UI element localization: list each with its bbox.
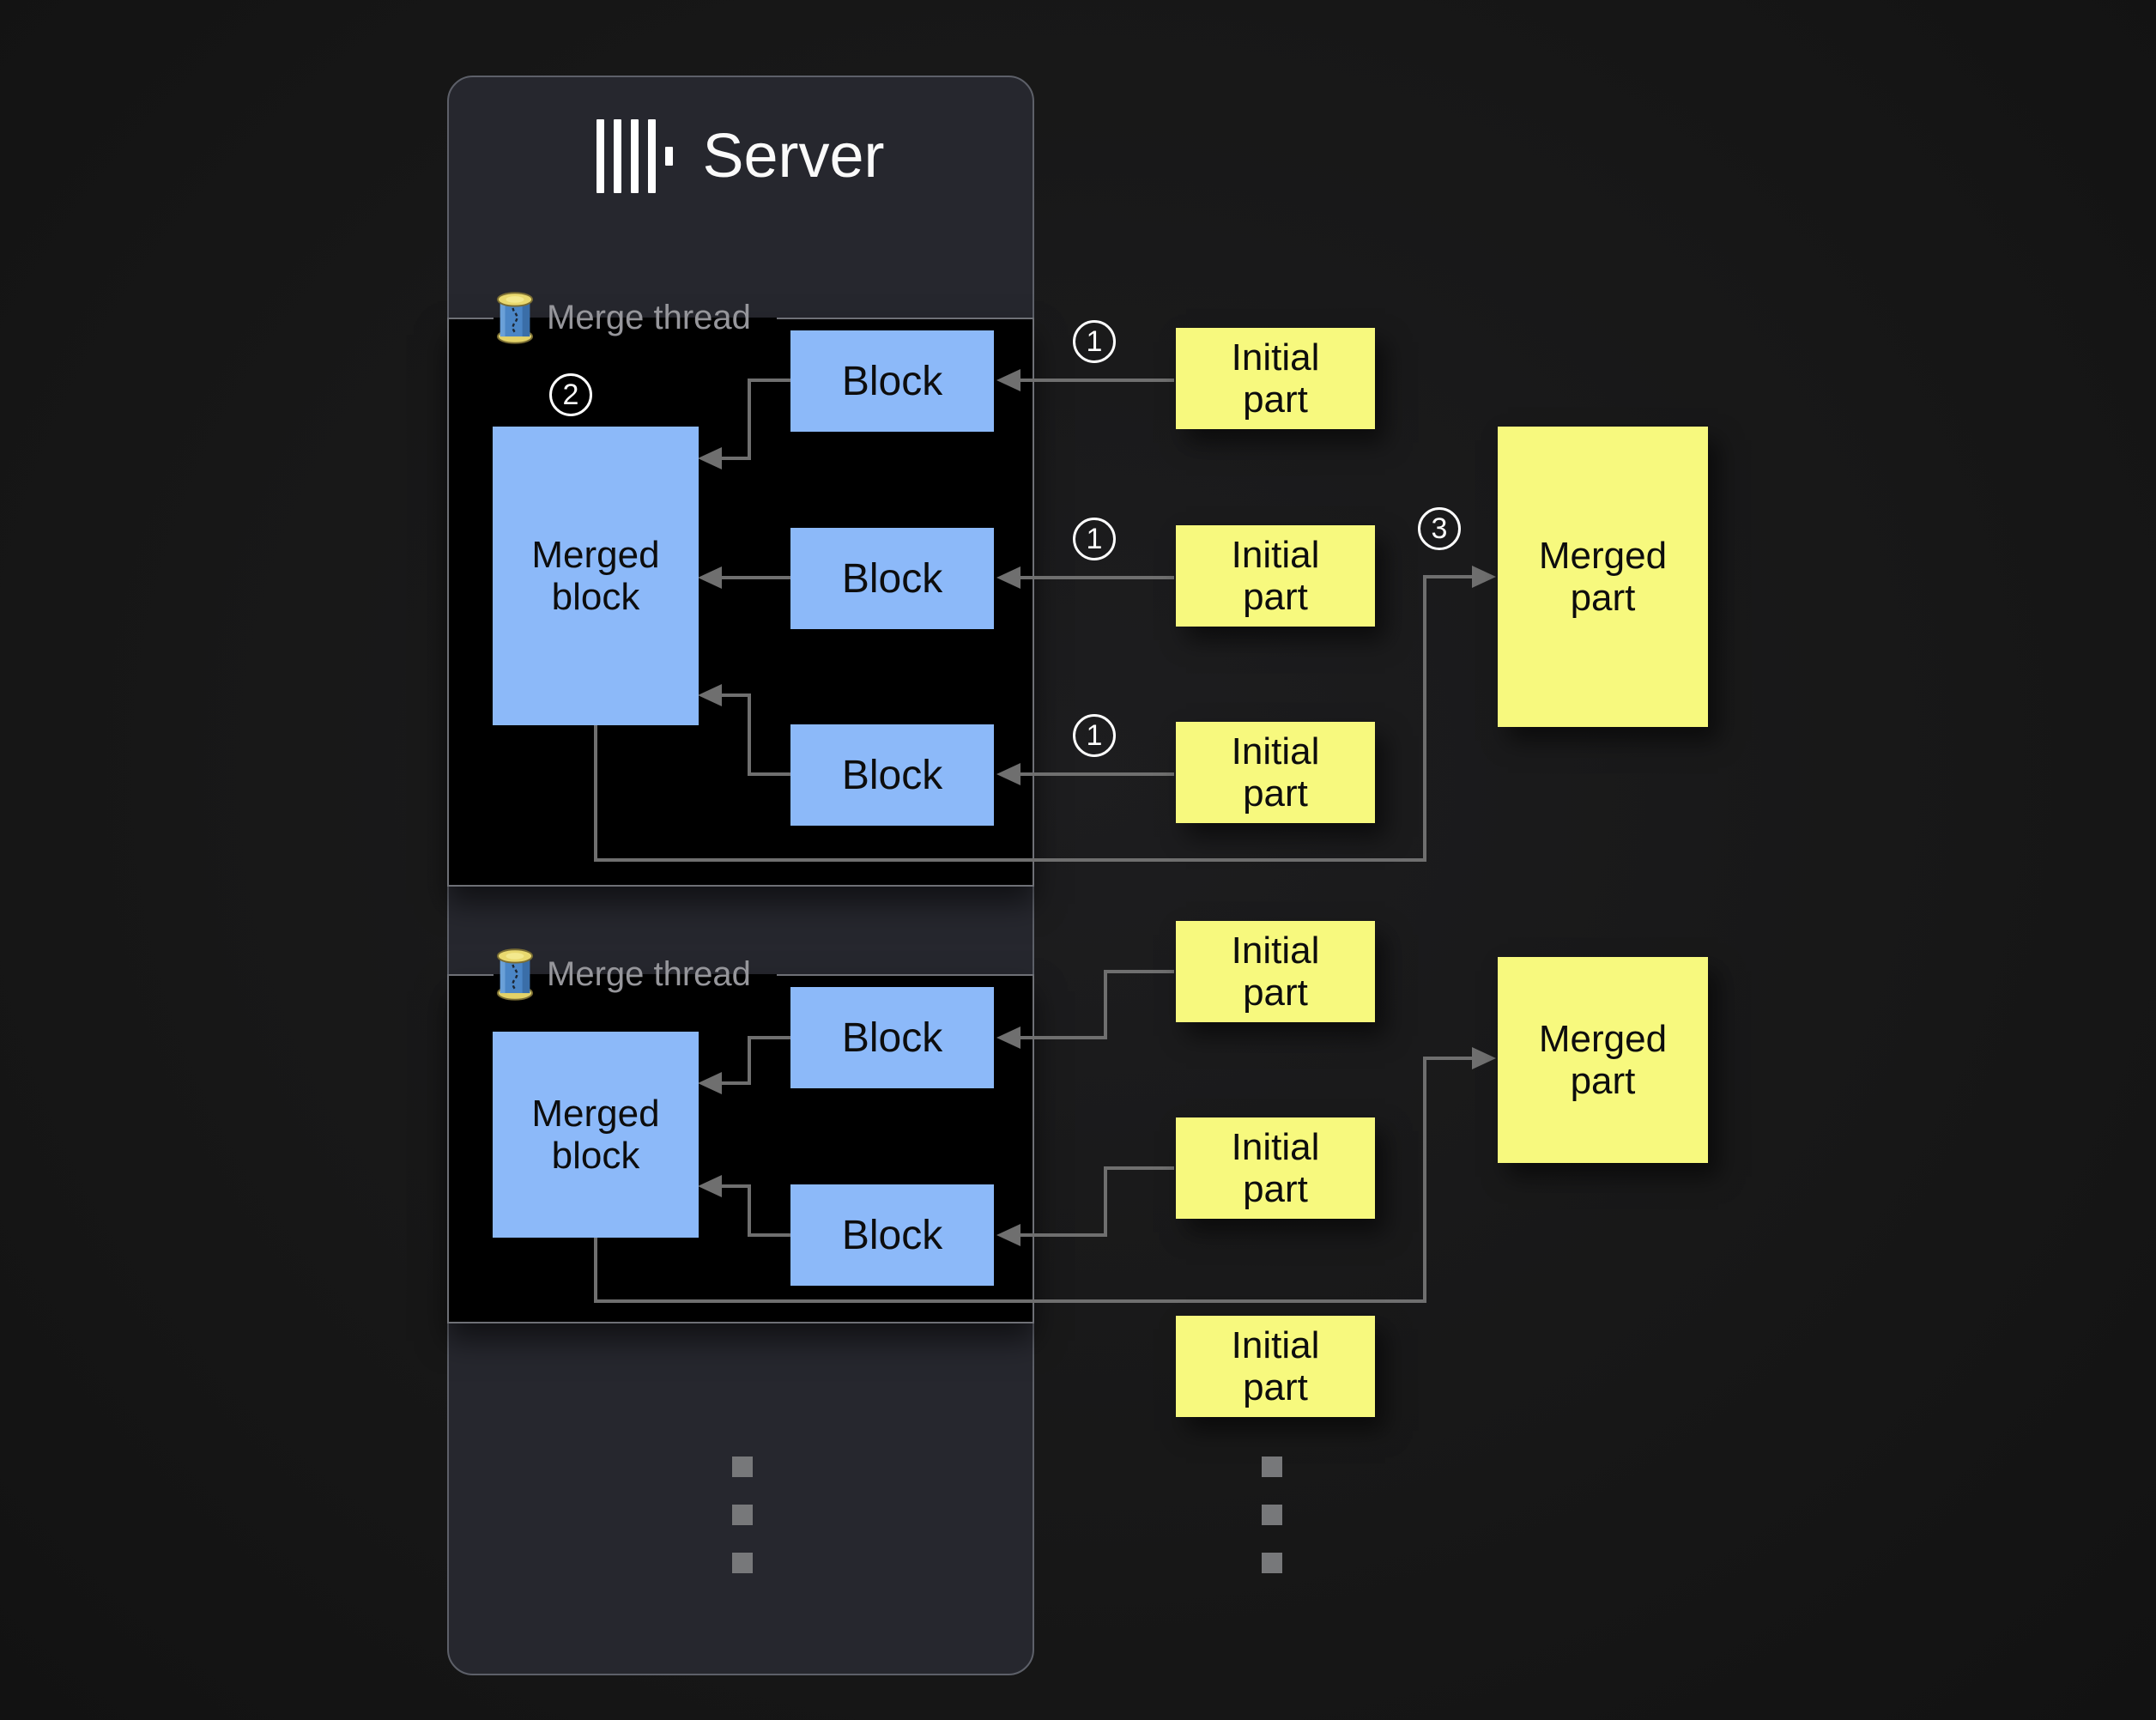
initial-part-label: Initial part xyxy=(1231,1125,1320,1210)
initial-part-label: Initial part xyxy=(1231,336,1320,421)
block: Block xyxy=(790,330,994,432)
initial-part: Initial part xyxy=(1176,1316,1375,1417)
initial-part-label: Initial part xyxy=(1231,730,1320,815)
block: Block xyxy=(790,724,994,826)
initial-part: Initial part xyxy=(1176,921,1375,1022)
step-3-badge: 3 xyxy=(1418,507,1461,550)
merged-block: Merged block xyxy=(493,1032,699,1238)
block-label: Block xyxy=(841,1014,943,1061)
block-label: Block xyxy=(841,555,943,602)
step-2-badge: 2 xyxy=(549,373,592,416)
vertical-ellipsis-server xyxy=(732,1457,753,1601)
merge-thread-legend-2: Merge thread xyxy=(495,945,751,1003)
block: Block xyxy=(790,1184,994,1286)
server-logo-icon xyxy=(597,119,674,193)
step-2-number: 2 xyxy=(562,379,579,411)
step-1-badge: 1 xyxy=(1073,320,1116,363)
merged-part-label: Merged part xyxy=(1538,534,1668,619)
merge-thread-label: Merge thread xyxy=(547,299,751,336)
merged-block: Merged block xyxy=(493,427,699,725)
initial-part: Initial part xyxy=(1176,525,1375,627)
server-title-row: Server xyxy=(447,108,1034,204)
merge-thread-label: Merge thread xyxy=(547,955,751,993)
initial-part: Initial part xyxy=(1176,722,1375,823)
merged-part-label: Merged part xyxy=(1538,1017,1668,1102)
initial-part-label: Initial part xyxy=(1231,533,1320,618)
merged-block-label: Merged block xyxy=(531,533,660,618)
block-label: Block xyxy=(841,358,943,404)
server-title: Server xyxy=(702,122,885,191)
step-1-badge: 1 xyxy=(1073,518,1116,560)
step-1-number: 1 xyxy=(1086,719,1103,752)
initial-part-label: Initial part xyxy=(1231,929,1320,1014)
thread-emoji-icon xyxy=(496,948,534,1001)
merged-part: Merged part xyxy=(1498,957,1708,1163)
block-label: Block xyxy=(841,1212,943,1258)
initial-part: Initial part xyxy=(1176,328,1375,429)
merged-block-label: Merged block xyxy=(531,1092,660,1177)
initial-part: Initial part xyxy=(1176,1117,1375,1219)
thread-emoji-icon xyxy=(496,292,534,344)
step-3-number: 3 xyxy=(1431,512,1448,545)
block: Block xyxy=(790,987,994,1088)
merged-part: Merged part xyxy=(1498,427,1708,727)
step-1-badge: 1 xyxy=(1073,714,1116,757)
step-1-number: 1 xyxy=(1086,523,1103,555)
initial-part-label: Initial part xyxy=(1231,1323,1320,1408)
step-1-number: 1 xyxy=(1086,325,1103,358)
block: Block xyxy=(790,528,994,629)
vertical-ellipsis-parts xyxy=(1262,1457,1282,1601)
block-label: Block xyxy=(841,752,943,798)
merge-thread-legend-1: Merge thread xyxy=(495,288,751,347)
